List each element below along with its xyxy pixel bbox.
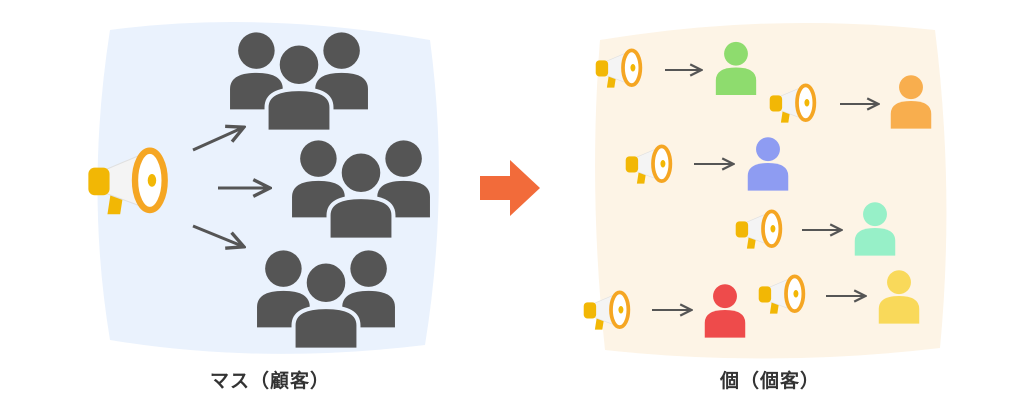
arrow-right-icon bbox=[192, 128, 242, 152]
transition-arrow-icon bbox=[480, 160, 540, 216]
mass-caption: マス（顧客） bbox=[209, 370, 330, 392]
individual-caption: 個（個客） bbox=[719, 370, 820, 392]
individual-panel bbox=[595, 22, 947, 359]
arrow-right-icon bbox=[192, 224, 242, 246]
